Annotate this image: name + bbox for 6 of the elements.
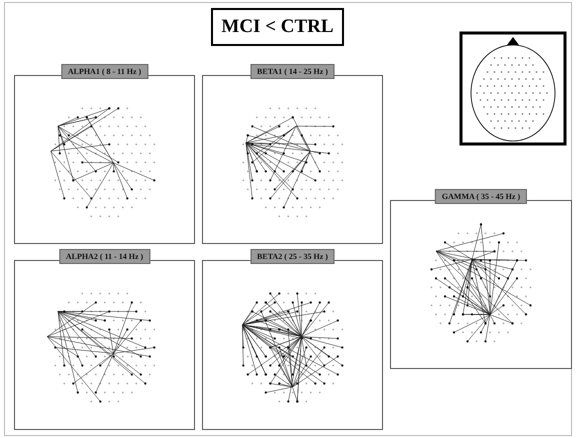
figure-title: MCI < CTRL <box>211 8 344 46</box>
band-label: ALPHA2 ( 11 - 14 Hz ) <box>58 249 150 264</box>
band-label: BETA1 ( 14 - 25 Hz ) <box>250 64 335 79</box>
band-label: BETA2 ( 25 - 35 Hz ) <box>250 249 335 264</box>
band-label: GAMMA ( 35 - 45 Hz ) <box>434 189 528 204</box>
band-label: ALPHA1 ( 8 - 11 Hz ) <box>60 64 148 79</box>
